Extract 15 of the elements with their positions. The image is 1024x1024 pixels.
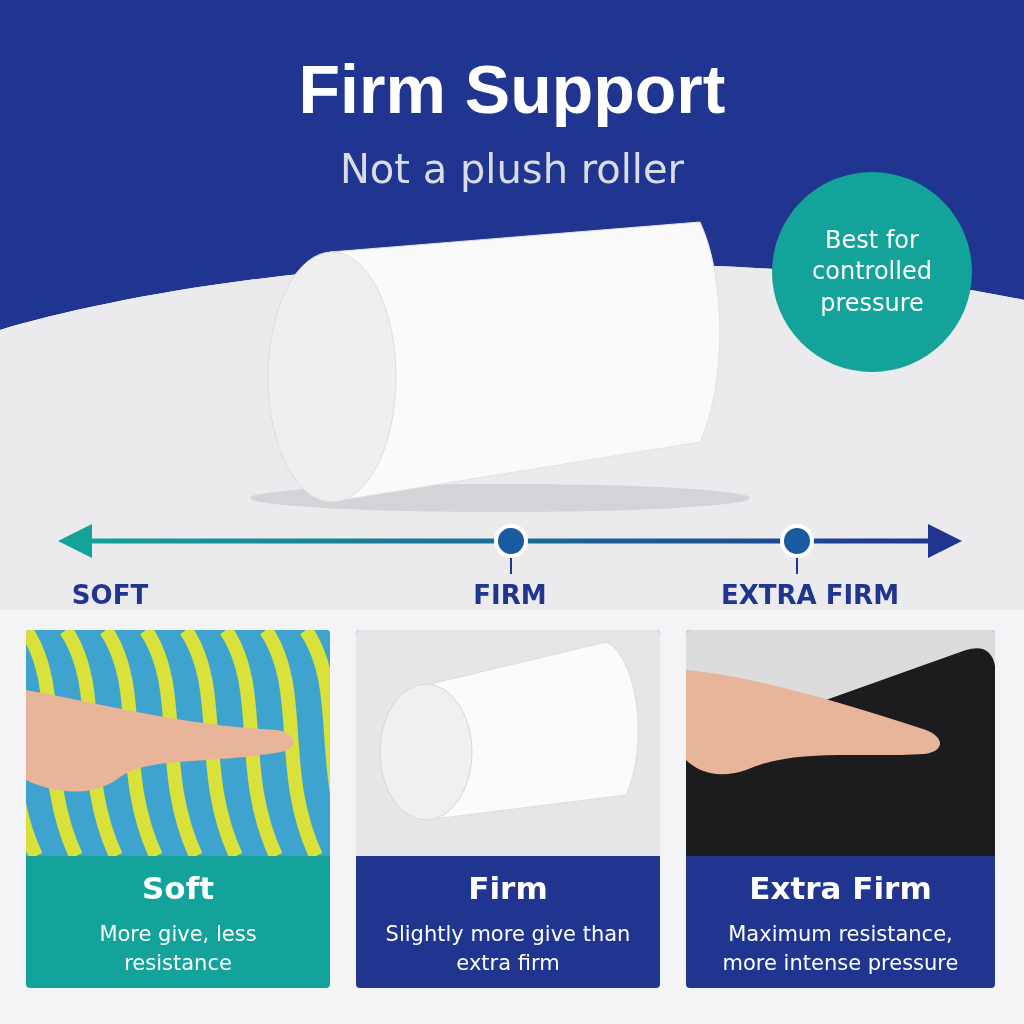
card-heading: Firm — [467, 870, 549, 906]
title: Firm Support — [297, 50, 727, 128]
card-heading: Extra Firm — [748, 870, 933, 906]
subtitle: Not a plush roller — [338, 146, 686, 192]
product-card — [356, 630, 660, 988]
card-heading: Soft — [141, 870, 215, 906]
badge-text: Best for controlled pressure — [811, 225, 933, 319]
scale-label: SOFT — [70, 580, 150, 610]
scale-label: FIRM — [472, 580, 548, 610]
card-description: Maximum resistance, more intense pressure — [721, 921, 960, 978]
card-description: Slightly more give than extra firm — [384, 921, 632, 978]
card-description: More give, less resistance — [98, 921, 258, 978]
scale-label: EXTRA FIRM — [719, 580, 901, 610]
product-card — [26, 630, 330, 988]
product-card — [686, 630, 995, 988]
